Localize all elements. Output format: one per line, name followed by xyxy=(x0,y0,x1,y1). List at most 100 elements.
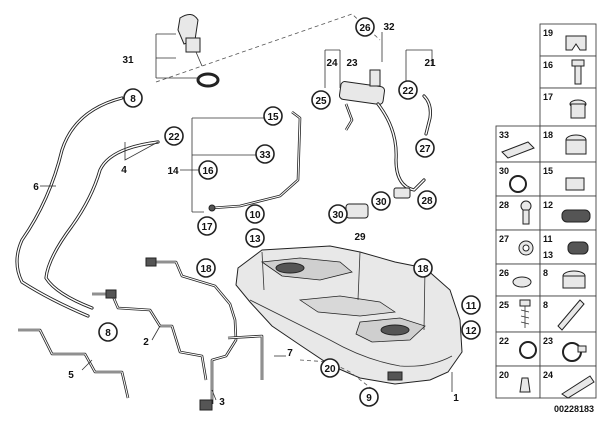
label-29: 29 xyxy=(354,232,366,243)
label-14: 14 xyxy=(167,166,179,177)
panel-cell-17: 17 xyxy=(539,87,597,127)
svg-text:19: 19 xyxy=(543,28,553,38)
panel-cell-18: 18 xyxy=(539,125,597,163)
label-4: 4 xyxy=(121,165,127,176)
label-21: 21 xyxy=(424,58,436,69)
label-5: 5 xyxy=(68,370,74,381)
svg-text:12: 12 xyxy=(543,200,553,210)
activated-charcoal-canister xyxy=(338,69,386,131)
callouts: 8 22 15 33 16 17 10 13 18 18 8 20 9 11 1… xyxy=(33,17,481,408)
svg-text:17: 17 xyxy=(201,222,213,233)
label-1: 1 xyxy=(453,393,459,404)
svg-text:28: 28 xyxy=(499,200,509,210)
panel-cell-28: 28 xyxy=(495,195,541,231)
callout-18-left: 18 xyxy=(196,258,216,278)
panel-cell-20: 20 xyxy=(495,365,541,399)
svg-text:8: 8 xyxy=(105,328,111,339)
callout-27: 27 xyxy=(415,138,435,158)
callout-16: 16 xyxy=(198,160,218,180)
assembly-dash-line xyxy=(299,359,377,393)
label-23: 23 xyxy=(346,58,358,69)
svg-text:33: 33 xyxy=(499,130,509,140)
callout-26: 26 xyxy=(355,17,375,37)
callout-17: 17 xyxy=(197,216,217,236)
svg-text:24: 24 xyxy=(543,370,553,380)
svg-text:26: 26 xyxy=(359,23,371,34)
panel-cell-26: 26 xyxy=(495,263,541,297)
svg-text:18: 18 xyxy=(200,264,212,275)
panel-cell-12: 12 xyxy=(539,195,597,231)
label-3: 3 xyxy=(219,397,225,408)
svg-text:11: 11 xyxy=(543,234,553,244)
pipe-fitting xyxy=(199,399,213,411)
tank-strap xyxy=(208,110,302,212)
svg-text:9: 9 xyxy=(366,393,372,404)
svg-text:18: 18 xyxy=(417,264,429,275)
svg-text:27: 27 xyxy=(499,234,509,244)
panel-cell-16: 16 xyxy=(539,55,597,89)
label-24: 24 xyxy=(326,58,338,69)
svg-text:15: 15 xyxy=(543,166,553,176)
svg-text:18: 18 xyxy=(543,130,553,140)
svg-text:20: 20 xyxy=(499,370,509,380)
fuel-line-3 xyxy=(150,260,238,404)
svg-text:16: 16 xyxy=(543,60,553,70)
label-31: 31 xyxy=(122,55,134,66)
panel-cell-8-top: 8 xyxy=(539,263,597,297)
connector-pieces-30-29 xyxy=(345,187,411,219)
panel-cell-8-bottom: 8 xyxy=(539,295,597,333)
callout-9: 9 xyxy=(359,387,379,407)
svg-text:30: 30 xyxy=(332,210,344,221)
pipe-clip xyxy=(105,289,117,299)
label-6: 6 xyxy=(33,182,39,193)
pipe-clip xyxy=(145,257,157,267)
svg-text:22: 22 xyxy=(499,336,509,346)
panel-cell-19: 19 xyxy=(539,23,597,57)
callout-8-bottom: 8 xyxy=(98,322,118,342)
svg-text:30: 30 xyxy=(375,197,387,208)
callout-25: 25 xyxy=(311,90,331,110)
svg-text:23: 23 xyxy=(543,336,553,346)
svg-text:20: 20 xyxy=(324,364,336,375)
callout-28: 28 xyxy=(417,190,437,210)
fuel-line-7 xyxy=(227,334,264,380)
svg-text:22: 22 xyxy=(402,86,414,97)
svg-text:16: 16 xyxy=(202,166,214,177)
panel-cell-11-13: 11 13 xyxy=(539,229,597,265)
panel-cell-15: 15 xyxy=(539,161,597,197)
svg-text:25: 25 xyxy=(499,300,509,310)
callout-18-tank: 18 xyxy=(413,258,433,278)
svg-text:12: 12 xyxy=(465,326,477,337)
svg-text:25: 25 xyxy=(315,96,327,107)
fuel-filler-hose-6 xyxy=(15,96,124,318)
callout-8-top: 8 xyxy=(123,88,143,108)
fuel-tank xyxy=(235,245,463,385)
svg-text:26: 26 xyxy=(499,268,509,278)
leader-lines xyxy=(40,32,453,401)
small-parts-panel: 19 16 17 33 18 xyxy=(495,23,597,399)
callout-15: 15 xyxy=(263,106,283,126)
svg-text:15: 15 xyxy=(267,112,279,123)
label-2: 2 xyxy=(143,337,149,348)
panel-cell-24: 24 xyxy=(539,365,597,399)
label-7: 7 xyxy=(287,348,293,359)
panel-cell-33: 33 xyxy=(495,125,541,163)
callout-20: 20 xyxy=(320,358,340,378)
callout-11: 11 xyxy=(461,295,481,315)
panel-cell-30: 30 xyxy=(495,161,541,197)
callout-30: 30 xyxy=(328,204,348,224)
label-32: 32 xyxy=(383,22,395,33)
svg-text:30: 30 xyxy=(499,166,509,176)
svg-text:17: 17 xyxy=(543,92,553,102)
svg-text:8: 8 xyxy=(543,268,548,278)
svg-text:28: 28 xyxy=(421,196,433,207)
svg-text:13: 13 xyxy=(249,234,261,245)
svg-text:11: 11 xyxy=(466,301,477,312)
panel-cell-22: 22 xyxy=(495,331,541,367)
svg-text:8: 8 xyxy=(130,94,136,105)
callout-10: 10 xyxy=(245,204,265,224)
filler-cap-assembly xyxy=(177,14,220,88)
callout-13: 13 xyxy=(245,228,265,248)
svg-text:22: 22 xyxy=(168,132,180,143)
